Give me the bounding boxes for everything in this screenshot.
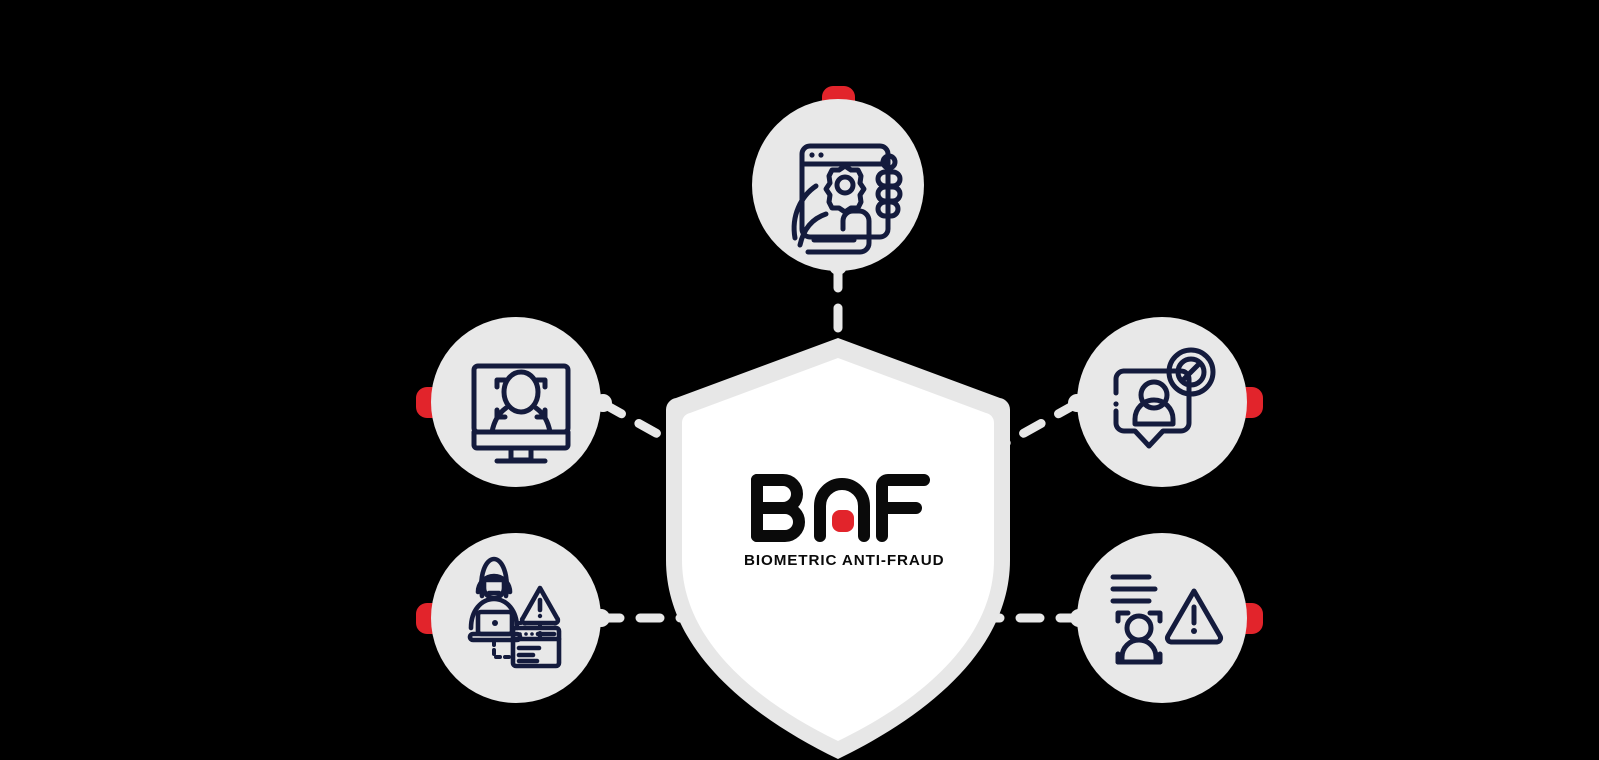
monitor-face-scan-icon: [471, 363, 571, 464]
chat-bubble-blocked-user-icon: [1113, 347, 1216, 449]
id-document-face-warning-icon: [1110, 574, 1224, 665]
hacker-laptop-warning-browser-icon: [467, 556, 562, 669]
shield-body[interactable]: [681, 358, 995, 741]
hand-holding-phone-selfie-icon: [791, 143, 903, 255]
